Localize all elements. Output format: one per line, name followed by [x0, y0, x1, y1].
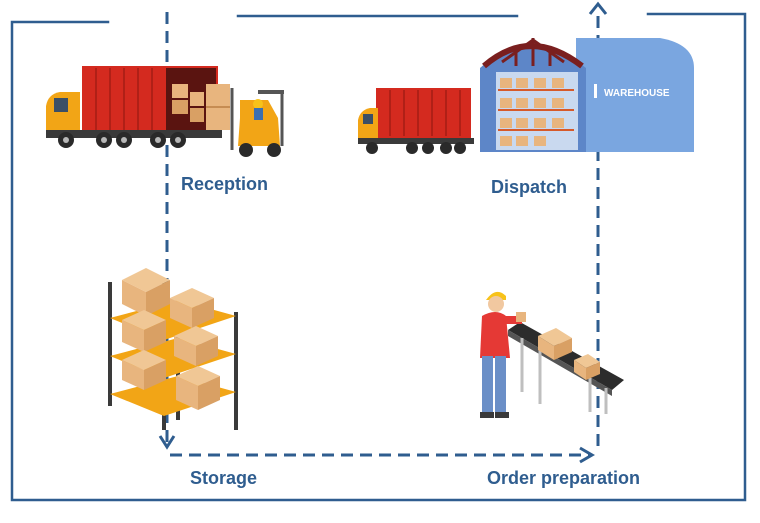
truck-icon-dispatch — [358, 88, 474, 154]
storage-rack-icon — [108, 268, 238, 430]
stage-label-storage: Storage — [190, 468, 258, 488]
truck-icon — [46, 66, 222, 148]
outer-frame — [10, 12, 747, 502]
worker-icon — [480, 291, 526, 418]
stage-label-order-preparation: Order preparation — [487, 468, 641, 488]
stage-label-reception: Reception — [181, 174, 269, 194]
box-icon — [122, 268, 220, 410]
arrow-head-right — [579, 446, 595, 464]
stage-label-dispatch: Dispatch — [491, 177, 568, 197]
warehouse-sign: WAREHOUSE — [604, 88, 670, 99]
arrow-head-up — [588, 1, 608, 15]
flow-arrows — [158, 1, 608, 464]
forklift-icon — [206, 84, 284, 157]
frame-left-top — [10, 12, 747, 502]
warehouse-building-icon: WAREHOUSE — [480, 38, 694, 152]
arrow-head-down — [158, 435, 176, 450]
conveyor-icon — [508, 322, 624, 414]
